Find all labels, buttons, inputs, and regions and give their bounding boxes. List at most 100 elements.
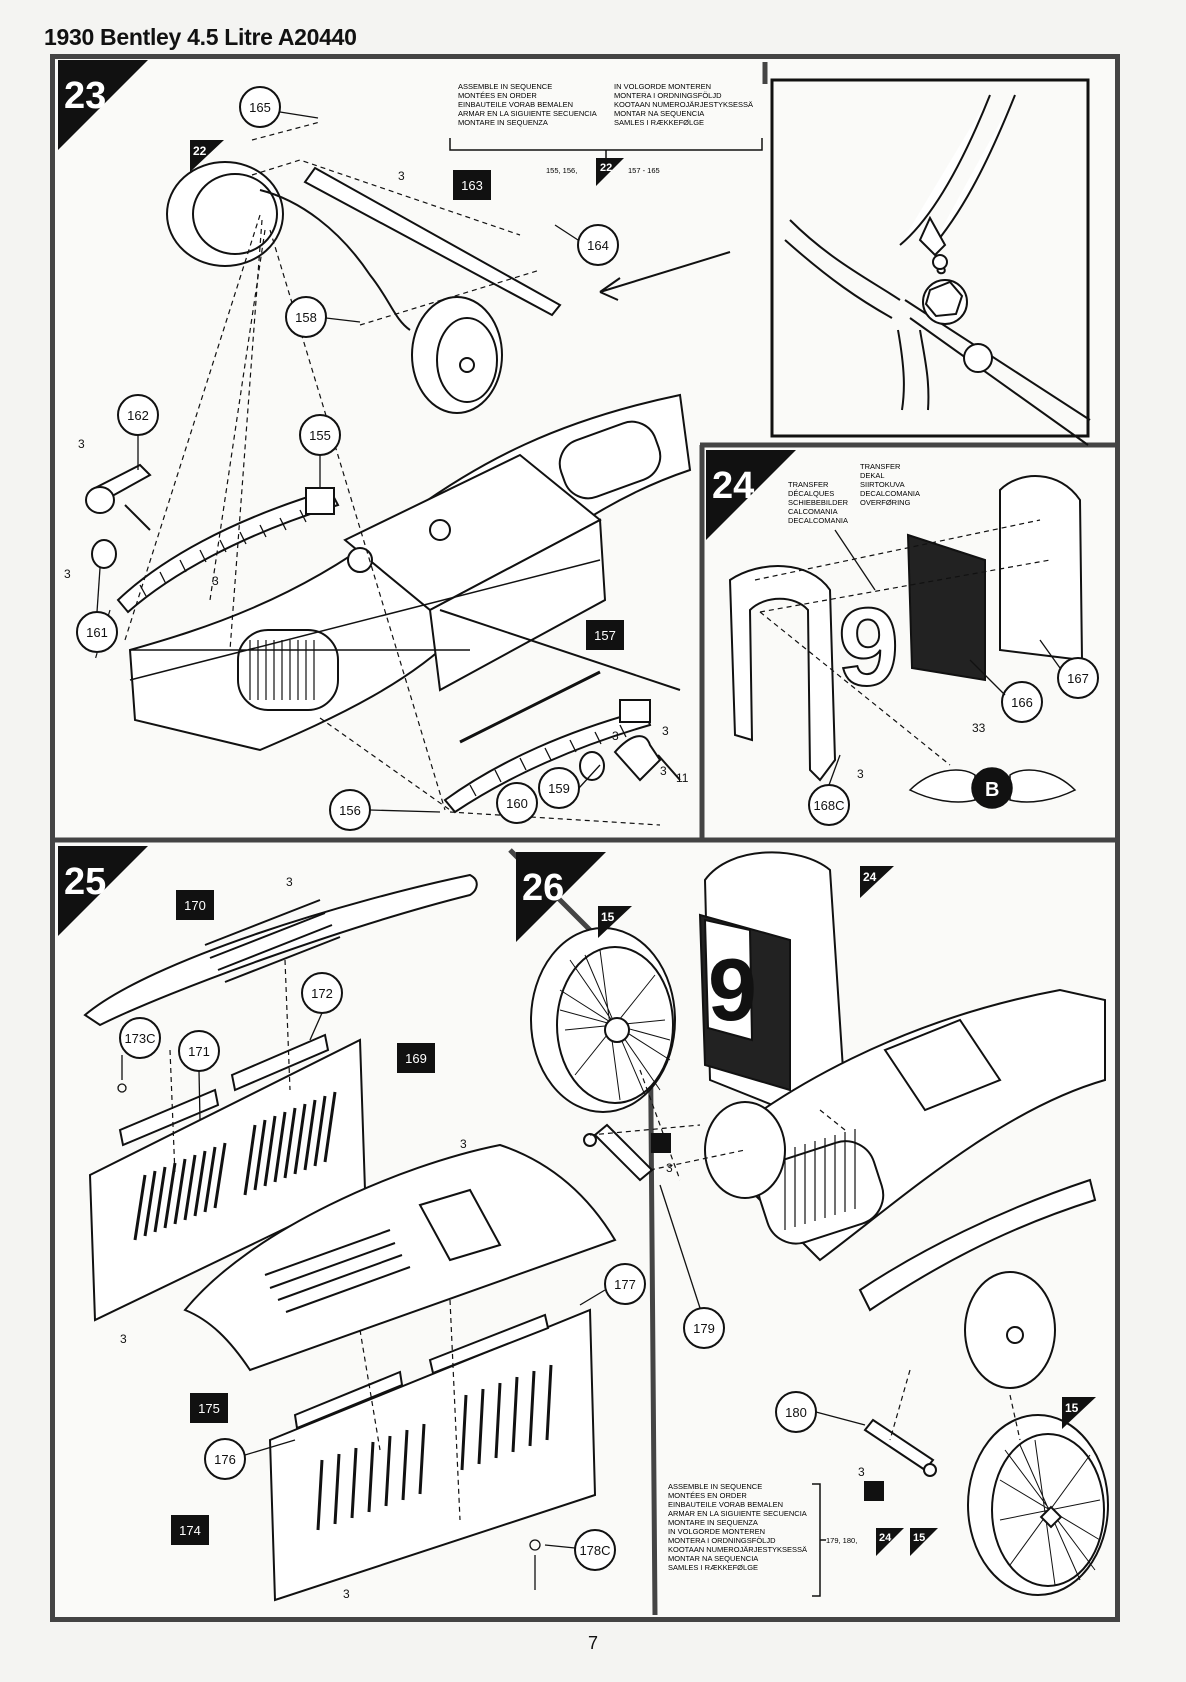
label-text: ARMAR EN LA SIGUIENTE SECUENCIA	[458, 109, 597, 118]
label-text: 3	[398, 169, 405, 183]
part-178c: 178C	[574, 1529, 616, 1571]
part-179: 179	[683, 1307, 725, 1349]
label-text: 169	[405, 1051, 427, 1066]
page-number: 7	[587, 1633, 598, 1653]
label-text: 24	[879, 1532, 892, 1544]
label-text: 158	[295, 310, 317, 325]
label-text: 173C	[124, 1031, 155, 1046]
page-title: 1930 Bentley 4.5 Litre A20440	[44, 24, 357, 50]
label-text: 25	[64, 861, 106, 903]
label-text: 3	[120, 1332, 127, 1346]
step-23-colour-codes: 3 3 3 3 3 3 3 11	[64, 169, 689, 785]
label-text: 179, 180,	[826, 1536, 857, 1545]
part-177: 177	[604, 1263, 646, 1305]
label-text: MONTARE IN SEQUENZA	[458, 118, 548, 127]
label-text: 3	[343, 1587, 350, 1601]
label-text: 3	[460, 1137, 467, 1151]
part-167: 167	[1057, 657, 1099, 699]
label-text: 24	[712, 465, 754, 507]
step-24-part-callouts: 167 166 168C	[808, 657, 1099, 826]
label-text: 33	[972, 721, 986, 735]
step-26-guide-lines	[589, 1069, 1021, 1441]
part-175: 175	[190, 1393, 228, 1423]
bentley-wings-badge-icon: B	[908, 767, 1077, 809]
label-text: 3	[612, 729, 619, 743]
label-text: 156	[339, 803, 361, 818]
label-text: 174	[179, 1523, 201, 1538]
front-wire-wheel	[530, 927, 676, 1113]
part-156: 156	[329, 789, 371, 831]
step-23-leader-lines	[96, 111, 601, 813]
part-180: 180	[775, 1391, 817, 1433]
label-text: 24	[863, 870, 877, 884]
steering-links	[85, 463, 681, 782]
label-text: MONTARE IN SEQUENZA	[668, 1518, 758, 1527]
label-text: 179	[693, 1321, 715, 1336]
black-square-paint-marker	[864, 1481, 884, 1501]
step-26-radiator: 9	[698, 851, 847, 1112]
label-text: 157	[594, 628, 616, 643]
step-26-sequence-box: ASSEMBLE IN SEQUENCE MONTÉES EN ORDER EI…	[668, 1482, 938, 1597]
part-159: 159	[538, 767, 580, 809]
step-26-ref-15-rear: 15	[1062, 1397, 1096, 1429]
label-text: DEKAL	[860, 471, 885, 480]
label-text: CALCOMANIA	[788, 507, 838, 516]
step-26-chassis	[704, 988, 1106, 1389]
label-text: IN VOLGORDE MONTEREN	[668, 1527, 765, 1536]
label-text: 178C	[579, 1543, 610, 1558]
part-172: 172	[301, 972, 343, 1014]
label-text: 3	[660, 764, 667, 778]
label-text: KOOTAAN NUMEROJÄRJESTYKSESSÄ	[614, 100, 753, 109]
leaf-spring-drawings	[116, 487, 652, 814]
label-text: 3	[857, 767, 864, 781]
step-26-decal-9: 9	[708, 940, 757, 1039]
step-24-grille-mesh	[906, 533, 986, 682]
part-163: 163	[453, 170, 491, 200]
label-text: TRANSFER	[788, 480, 829, 489]
part-161: 161	[76, 611, 118, 653]
label-text: EINBAUTEILE VORAB BEMALEN	[458, 100, 573, 109]
step-23-ref-22: 22	[190, 140, 224, 172]
step-26-part-callouts: 179 180	[683, 1307, 817, 1433]
label-text: 15	[1065, 1401, 1079, 1415]
label-text: 180	[785, 1405, 807, 1420]
step-25-marker: 25	[58, 846, 148, 936]
step-26-ref-15-front: 15	[598, 906, 632, 938]
label-text: 157 - 165	[628, 166, 660, 175]
label-text: 155	[309, 428, 331, 443]
label-text: 22	[600, 162, 612, 174]
bonnet-top-panel-rear	[183, 1143, 617, 1372]
part-176: 176	[204, 1438, 246, 1480]
part-166: 166	[1001, 681, 1043, 723]
label-text: 164	[587, 238, 609, 253]
bonnet-side-panel-right	[268, 1308, 597, 1602]
label-text: 167	[1067, 671, 1089, 686]
label-text: 3	[858, 1465, 865, 1479]
label-text: 22	[193, 144, 207, 158]
label-text: KOOTAAN NUMEROJÄRJESTYKSESSÄ	[668, 1545, 807, 1554]
label-text: MONTÉES EN ORDER	[458, 91, 537, 100]
step-24-decal-9: 9	[838, 586, 899, 709]
label-text: 166	[1011, 695, 1033, 710]
step-26-ref-24: 24	[860, 866, 894, 898]
step-24-radiator-shell	[728, 475, 1084, 782]
step-24-colour-codes: 33 3	[857, 721, 986, 781]
label-text: 176	[214, 1452, 236, 1467]
label-text: DECALCOMANIA	[860, 489, 920, 498]
label-text: B	[985, 779, 999, 801]
step-24-transfer-labels: TRANSFER DÉCALQUES SCHIEBEBILDER CALCOMA…	[788, 462, 920, 525]
label-text: MONTERA I ORDNINGSFÖLJD	[668, 1536, 776, 1545]
label-text: MONTAR NA SEQUENCIA	[614, 109, 704, 118]
step-25-colour-codes: 3 3 3 3	[120, 875, 467, 1601]
step-23-part-boxes: 163 157	[453, 170, 624, 650]
black-square-paint-marker	[651, 1133, 671, 1153]
label-text: 3	[64, 567, 71, 581]
step-23-sequence-box: ASSEMBLE IN SEQUENCE MONTÉES EN ORDER EI…	[449, 82, 763, 186]
label-text: 162	[127, 408, 149, 423]
label-text: 3	[286, 875, 293, 889]
part-155: 155	[299, 414, 341, 456]
label-text: IN VOLGORDE MONTEREN	[614, 82, 711, 91]
step-23-marker: 23	[58, 60, 148, 150]
label-text: SAMLES I RÆKKEFØLGE	[614, 118, 704, 127]
label-text: 171	[188, 1044, 210, 1059]
